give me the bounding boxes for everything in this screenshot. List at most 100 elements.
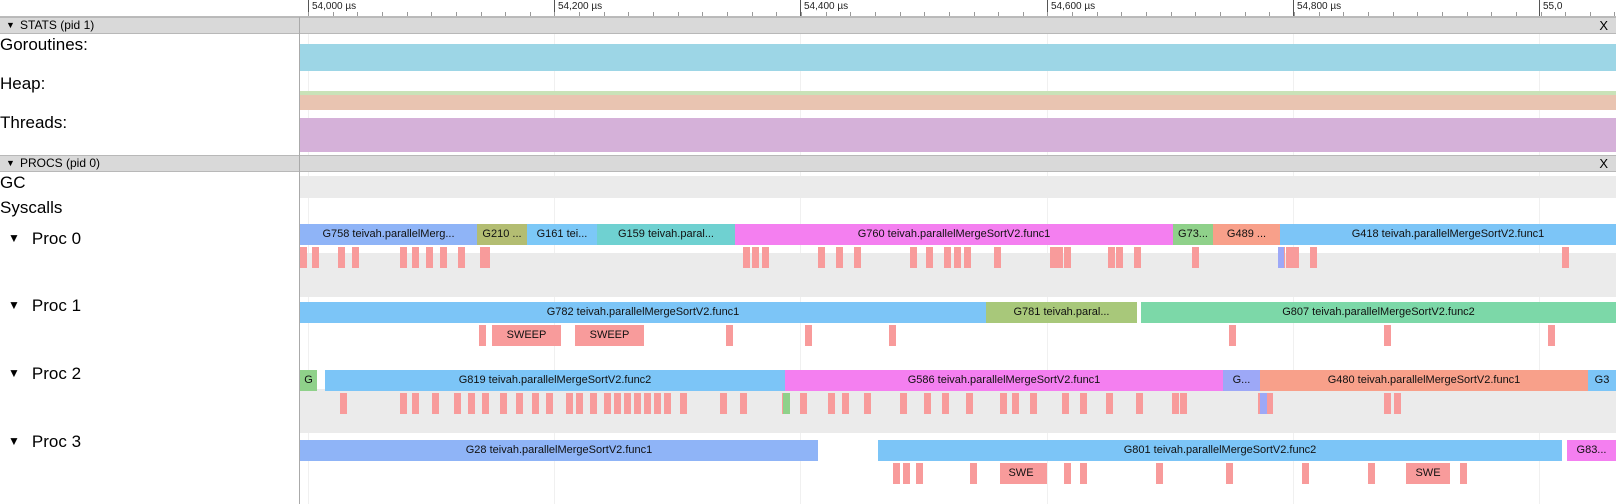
collapse-triangle-icon[interactable]: ▼ bbox=[6, 20, 15, 30]
event-marker[interactable] bbox=[1056, 247, 1063, 268]
event-marker[interactable] bbox=[1394, 393, 1401, 414]
close-stats-button[interactable]: X bbox=[1599, 18, 1608, 33]
event-marker[interactable] bbox=[783, 393, 790, 414]
event-marker[interactable] bbox=[454, 393, 461, 414]
event-marker[interactable] bbox=[546, 393, 553, 414]
proc-2-label[interactable]: ▼Proc 2 bbox=[8, 364, 81, 384]
event-marker[interactable] bbox=[903, 463, 910, 484]
event-marker[interactable] bbox=[1368, 463, 1375, 484]
event-marker[interactable] bbox=[954, 247, 961, 268]
event-marker[interactable] bbox=[893, 463, 900, 484]
sweep-slice[interactable]: SWEEP bbox=[575, 325, 644, 346]
event-marker[interactable] bbox=[762, 247, 769, 268]
event-marker[interactable] bbox=[1562, 247, 1569, 268]
goroutine-slice[interactable]: G807 teivah.parallelMergeSortV2.func2 bbox=[1141, 302, 1616, 323]
event-marker[interactable] bbox=[1062, 393, 1069, 414]
goroutine-slice[interactable]: G83... bbox=[1567, 440, 1616, 461]
event-marker[interactable] bbox=[1080, 463, 1087, 484]
sweep-slice[interactable]: SWE bbox=[1406, 463, 1450, 484]
event-marker[interactable] bbox=[1226, 463, 1233, 484]
expand-triangle-icon[interactable]: ▼ bbox=[8, 231, 20, 245]
goroutine-slice[interactable]: G819 teivah.parallelMergeSortV2.func2 bbox=[325, 370, 785, 391]
event-marker[interactable] bbox=[970, 463, 977, 484]
event-marker[interactable] bbox=[634, 393, 641, 414]
event-marker[interactable] bbox=[1000, 393, 1007, 414]
goroutine-slice[interactable]: G418 teivah.parallelMergeSortV2.func1 bbox=[1280, 224, 1616, 245]
event-marker[interactable] bbox=[1384, 393, 1391, 414]
sweep-slice[interactable]: SWEEP bbox=[492, 325, 561, 346]
goroutine-slice[interactable]: G480 teivah.parallelMergeSortV2.func1 bbox=[1260, 370, 1588, 391]
goroutine-slice[interactable]: G781 teivah.paral... bbox=[986, 302, 1137, 323]
event-marker[interactable] bbox=[836, 247, 843, 268]
event-marker[interactable] bbox=[805, 325, 812, 346]
event-marker[interactable] bbox=[944, 247, 951, 268]
event-marker[interactable] bbox=[1278, 247, 1284, 268]
goroutine-slice[interactable]: G489 ... bbox=[1213, 224, 1280, 245]
event-marker[interactable] bbox=[440, 247, 447, 268]
event-marker[interactable] bbox=[400, 393, 407, 414]
event-marker[interactable] bbox=[426, 247, 433, 268]
event-marker[interactable] bbox=[432, 393, 439, 414]
event-marker[interactable] bbox=[468, 393, 475, 414]
event-marker[interactable] bbox=[966, 393, 973, 414]
goroutines-counter-track[interactable] bbox=[300, 44, 1616, 71]
event-marker[interactable] bbox=[1172, 393, 1179, 414]
event-marker[interactable] bbox=[752, 247, 759, 268]
event-marker[interactable] bbox=[842, 393, 849, 414]
event-marker[interactable] bbox=[1080, 393, 1087, 414]
event-marker[interactable] bbox=[1286, 247, 1293, 268]
event-marker[interactable] bbox=[740, 393, 747, 414]
event-marker[interactable] bbox=[1108, 247, 1115, 268]
event-marker[interactable] bbox=[1384, 325, 1391, 346]
goroutine-slice[interactable]: G28 teivah.parallelMergeSortV2.func1 bbox=[300, 440, 818, 461]
event-marker[interactable] bbox=[482, 393, 489, 414]
event-marker[interactable] bbox=[340, 393, 347, 414]
event-marker[interactable] bbox=[1064, 463, 1071, 484]
time-ruler[interactable]: 54,000 µs 54,200 µs 54,400 µs 54,600 µs … bbox=[0, 0, 1616, 17]
event-marker[interactable] bbox=[1180, 393, 1187, 414]
goroutine-slice[interactable]: G760 teivah.parallelMergeSortV2.func1 bbox=[735, 224, 1173, 245]
event-marker[interactable] bbox=[338, 247, 345, 268]
event-marker[interactable] bbox=[964, 247, 971, 268]
goroutine-slice[interactable]: G3 bbox=[1588, 370, 1616, 391]
event-marker[interactable] bbox=[1134, 247, 1141, 268]
event-marker[interactable] bbox=[726, 325, 733, 346]
event-marker[interactable] bbox=[1156, 463, 1163, 484]
event-marker[interactable] bbox=[942, 393, 949, 414]
event-marker[interactable] bbox=[300, 247, 307, 268]
event-marker[interactable] bbox=[412, 393, 419, 414]
event-marker[interactable] bbox=[1302, 463, 1309, 484]
event-marker[interactable] bbox=[889, 325, 896, 346]
event-marker[interactable] bbox=[1460, 463, 1467, 484]
goroutine-slice[interactable]: G... bbox=[1223, 370, 1260, 391]
proc-3-label[interactable]: ▼Proc 3 bbox=[8, 432, 81, 452]
proc-1-label[interactable]: ▼Proc 1 bbox=[8, 296, 81, 316]
event-marker[interactable] bbox=[900, 393, 907, 414]
event-marker[interactable] bbox=[532, 393, 539, 414]
sweep-slice[interactable]: SWE bbox=[1000, 463, 1042, 484]
event-marker[interactable] bbox=[400, 247, 407, 268]
event-marker[interactable] bbox=[1310, 247, 1317, 268]
goroutine-slice[interactable]: G801 teivah.parallelMergeSortV2.func2 bbox=[878, 440, 1562, 461]
event-marker[interactable] bbox=[926, 247, 933, 268]
event-marker[interactable] bbox=[994, 247, 1001, 268]
expand-triangle-icon[interactable]: ▼ bbox=[8, 298, 20, 312]
event-marker[interactable] bbox=[664, 393, 671, 414]
event-marker[interactable] bbox=[458, 247, 465, 268]
goroutine-slice[interactable]: G782 teivah.parallelMergeSortV2.func1 bbox=[300, 302, 986, 323]
event-marker[interactable] bbox=[654, 393, 661, 414]
event-marker[interactable] bbox=[680, 393, 687, 414]
event-marker[interactable] bbox=[1192, 247, 1199, 268]
event-marker[interactable] bbox=[604, 393, 611, 414]
event-marker[interactable] bbox=[566, 393, 573, 414]
event-marker[interactable] bbox=[624, 393, 631, 414]
goroutine-slice[interactable]: G73... bbox=[1173, 224, 1213, 245]
event-marker[interactable] bbox=[1292, 247, 1299, 268]
stats-header[interactable]: ▼ STATS (pid 1) X bbox=[0, 17, 1616, 34]
event-marker[interactable] bbox=[1012, 393, 1019, 414]
goroutine-slice[interactable]: G758 teivah.parallelMerg... bbox=[300, 224, 477, 245]
goroutine-slice[interactable]: G bbox=[300, 370, 317, 391]
heap-counter-track[interactable] bbox=[300, 95, 1616, 110]
event-marker[interactable] bbox=[1106, 393, 1113, 414]
event-marker[interactable] bbox=[1050, 247, 1057, 268]
